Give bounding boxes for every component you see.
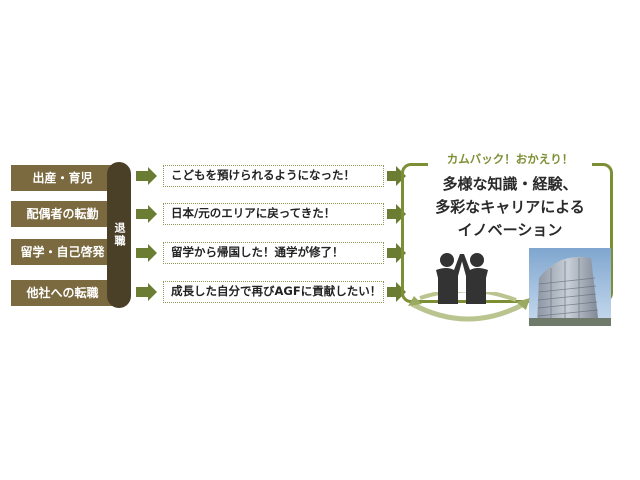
handshake-people-icon bbox=[436, 253, 488, 304]
message-returned-area: 日本/元のエリアに戻ってきた！ bbox=[163, 203, 384, 225]
office-building-photo bbox=[529, 248, 611, 326]
left-arrows bbox=[136, 167, 157, 301]
message-childcare: こどもを預けられるようになった！ bbox=[163, 165, 384, 187]
right-arrow-1 bbox=[387, 166, 406, 186]
reason-study-abroad: 留学・自己啓発 bbox=[11, 239, 114, 265]
reason-job-change: 他社への転職 bbox=[11, 280, 114, 306]
reason-childbirth: 出産・育児 bbox=[11, 165, 114, 191]
reason-spouse-transfer: 配偶者の転勤 bbox=[11, 201, 114, 227]
left-arrow-3 bbox=[136, 244, 157, 262]
retirement-pill: 退職 bbox=[107, 162, 131, 308]
circular-arrows-icon bbox=[408, 292, 530, 322]
right-arrow-4 bbox=[387, 282, 406, 302]
headline-line-2: 多彩なキャリアによる bbox=[435, 198, 585, 216]
left-arrow-2 bbox=[136, 205, 157, 223]
message-contribute-again: 成長した自分で再びAGFに貢献したい！ bbox=[163, 281, 384, 303]
headline-line-3: イノベーション bbox=[457, 221, 563, 239]
left-arrow-4 bbox=[136, 283, 157, 301]
right-arrows bbox=[387, 166, 406, 302]
message-returned-study: 留学から帰国した！通学が修了！ bbox=[163, 242, 384, 264]
headline-line-1: 多様な知識・経験、 bbox=[442, 175, 578, 193]
left-arrow-1 bbox=[136, 167, 157, 185]
right-arrow-2 bbox=[387, 204, 406, 224]
retirement-label: 退職 bbox=[113, 222, 126, 248]
comeback-tag: カムバック！おかえり！ bbox=[428, 150, 592, 168]
right-arrow-3 bbox=[387, 243, 406, 263]
